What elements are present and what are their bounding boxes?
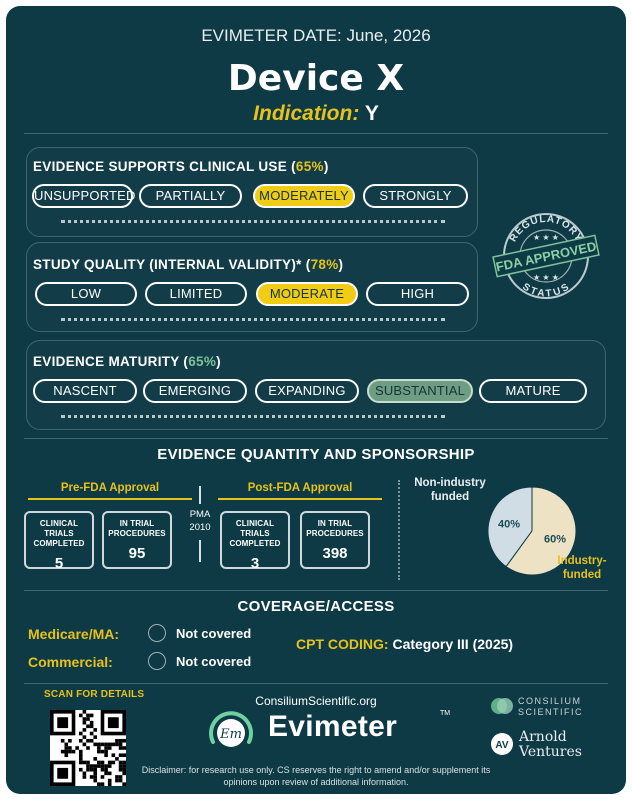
svg-text:Em: Em [219, 727, 242, 742]
dotted-separator [61, 415, 445, 418]
scan-label: SCAN FOR DETAILS [44, 689, 145, 700]
divider [24, 438, 608, 439]
maturity-option-substantial[interactable]: SUBSTANTIAL [367, 379, 473, 403]
arnold-ventures-logo-icon: AV [491, 733, 513, 755]
pie-value-label-0: 40% [498, 519, 520, 531]
regulatory-stamp: REGULATORY STATUS FDA APPROVED ★ ★ ★ ★ ★… [490, 206, 602, 304]
post-approval-line [218, 498, 382, 500]
study-quality-option-high[interactable]: HIGH [366, 282, 469, 306]
clinical-use-option-strongly[interactable]: STRONGLY [363, 184, 468, 208]
divider [24, 133, 608, 134]
maturity-option-mature[interactable]: MATURE [479, 379, 587, 403]
study-quality-title: STUDY QUALITY (INTERNAL VALIDITY)* (78%) [33, 257, 344, 272]
pie-label-industry: Industry-funded [557, 555, 607, 581]
commercial-value: Not covered [176, 654, 252, 669]
study-quality-option-limited[interactable]: LIMITED [145, 282, 247, 306]
pre-approval-line [28, 498, 192, 500]
clinical-use-panel: EVIDENCE SUPPORTS CLINICAL USE (65%) UNS… [26, 147, 478, 237]
trademark: TM [440, 710, 451, 717]
cpt-coding: CPT CODING: Category III (2025) [296, 636, 514, 652]
medicare-label: Medicare/MA: [28, 626, 120, 642]
clinical-use-title: EVIDENCE SUPPORTS CLINICAL USE (65%) [33, 159, 329, 174]
divider [24, 590, 608, 591]
star-icon: ★ ★ ★ [533, 233, 559, 242]
star-icon: ★ ★ ★ [533, 273, 559, 282]
svg-text:AV: AV [495, 740, 508, 751]
clinical-use-option-unsupported[interactable]: UNSUPPORTED [32, 184, 135, 208]
indication: Indication: Y [253, 102, 379, 125]
dotted-divider [398, 480, 400, 580]
stamp-bottom-text: STATUS [520, 281, 571, 299]
coverage-title: COVERAGE/ACCESS [237, 598, 395, 615]
pre-approval-label: Pre-FDA Approval [60, 482, 160, 494]
maturity-option-expanding[interactable]: EXPANDING [255, 379, 359, 403]
clinical-use-option-partially[interactable]: PARTIALLY [139, 184, 242, 208]
study-quality-option-moderate[interactable]: MODERATE [256, 282, 358, 306]
maturity-title: EVIDENCE MATURITY (65%) [33, 354, 221, 369]
clinical-use-option-moderately[interactable]: MODERATELY [253, 184, 355, 208]
evimeter-card: EVIMETER DATE: June, 2026 Device X Indic… [6, 6, 626, 794]
device-title: Device X [227, 58, 405, 99]
funding-pie-chart: 40% 60% [487, 486, 577, 576]
pie-value-label-1: 60% [544, 533, 566, 545]
post-approval-label: Post-FDA Approval [247, 482, 353, 494]
divider [24, 683, 608, 684]
qr-code[interactable] [50, 710, 126, 786]
dotted-separator [61, 220, 445, 223]
maturity-panel: EVIDENCE MATURITY (65%) NASCENT EMERGING… [26, 340, 606, 430]
medicare-status-icon [148, 624, 166, 642]
brand-name: Evimeter [268, 710, 398, 743]
site-url[interactable]: ConsiliumScientific.org [255, 694, 377, 708]
study-quality-option-low[interactable]: LOW [35, 282, 137, 306]
commercial-label: Commercial: [28, 654, 113, 670]
maturity-option-emerging[interactable]: EMERGING [143, 379, 247, 403]
consilium-logo-icon [491, 698, 513, 714]
commercial-status-icon [148, 652, 166, 670]
evimeter-logo-icon: Em [209, 711, 253, 747]
disclaimer: Disclaimer: for research use only. CS re… [141, 765, 491, 787]
quantity-title: EVIDENCE QUANTITY AND SPONSORSHIP [157, 446, 475, 463]
pie-slice-1 [505, 486, 577, 576]
pma-marker-top [199, 486, 201, 504]
maturity-option-nascent[interactable]: NASCENT [33, 379, 137, 403]
pie-slice-0 [487, 486, 533, 568]
svg-text:STATUS: STATUS [520, 281, 572, 299]
medicare-value: Not covered [176, 626, 252, 641]
evimeter-date: EVIMETER DATE: June, 2026 [201, 26, 431, 45]
study-quality-panel: STUDY QUALITY (INTERNAL VALIDITY)* (78%)… [26, 242, 478, 332]
pma-marker-bottom [199, 540, 201, 562]
dotted-separator [61, 318, 445, 321]
